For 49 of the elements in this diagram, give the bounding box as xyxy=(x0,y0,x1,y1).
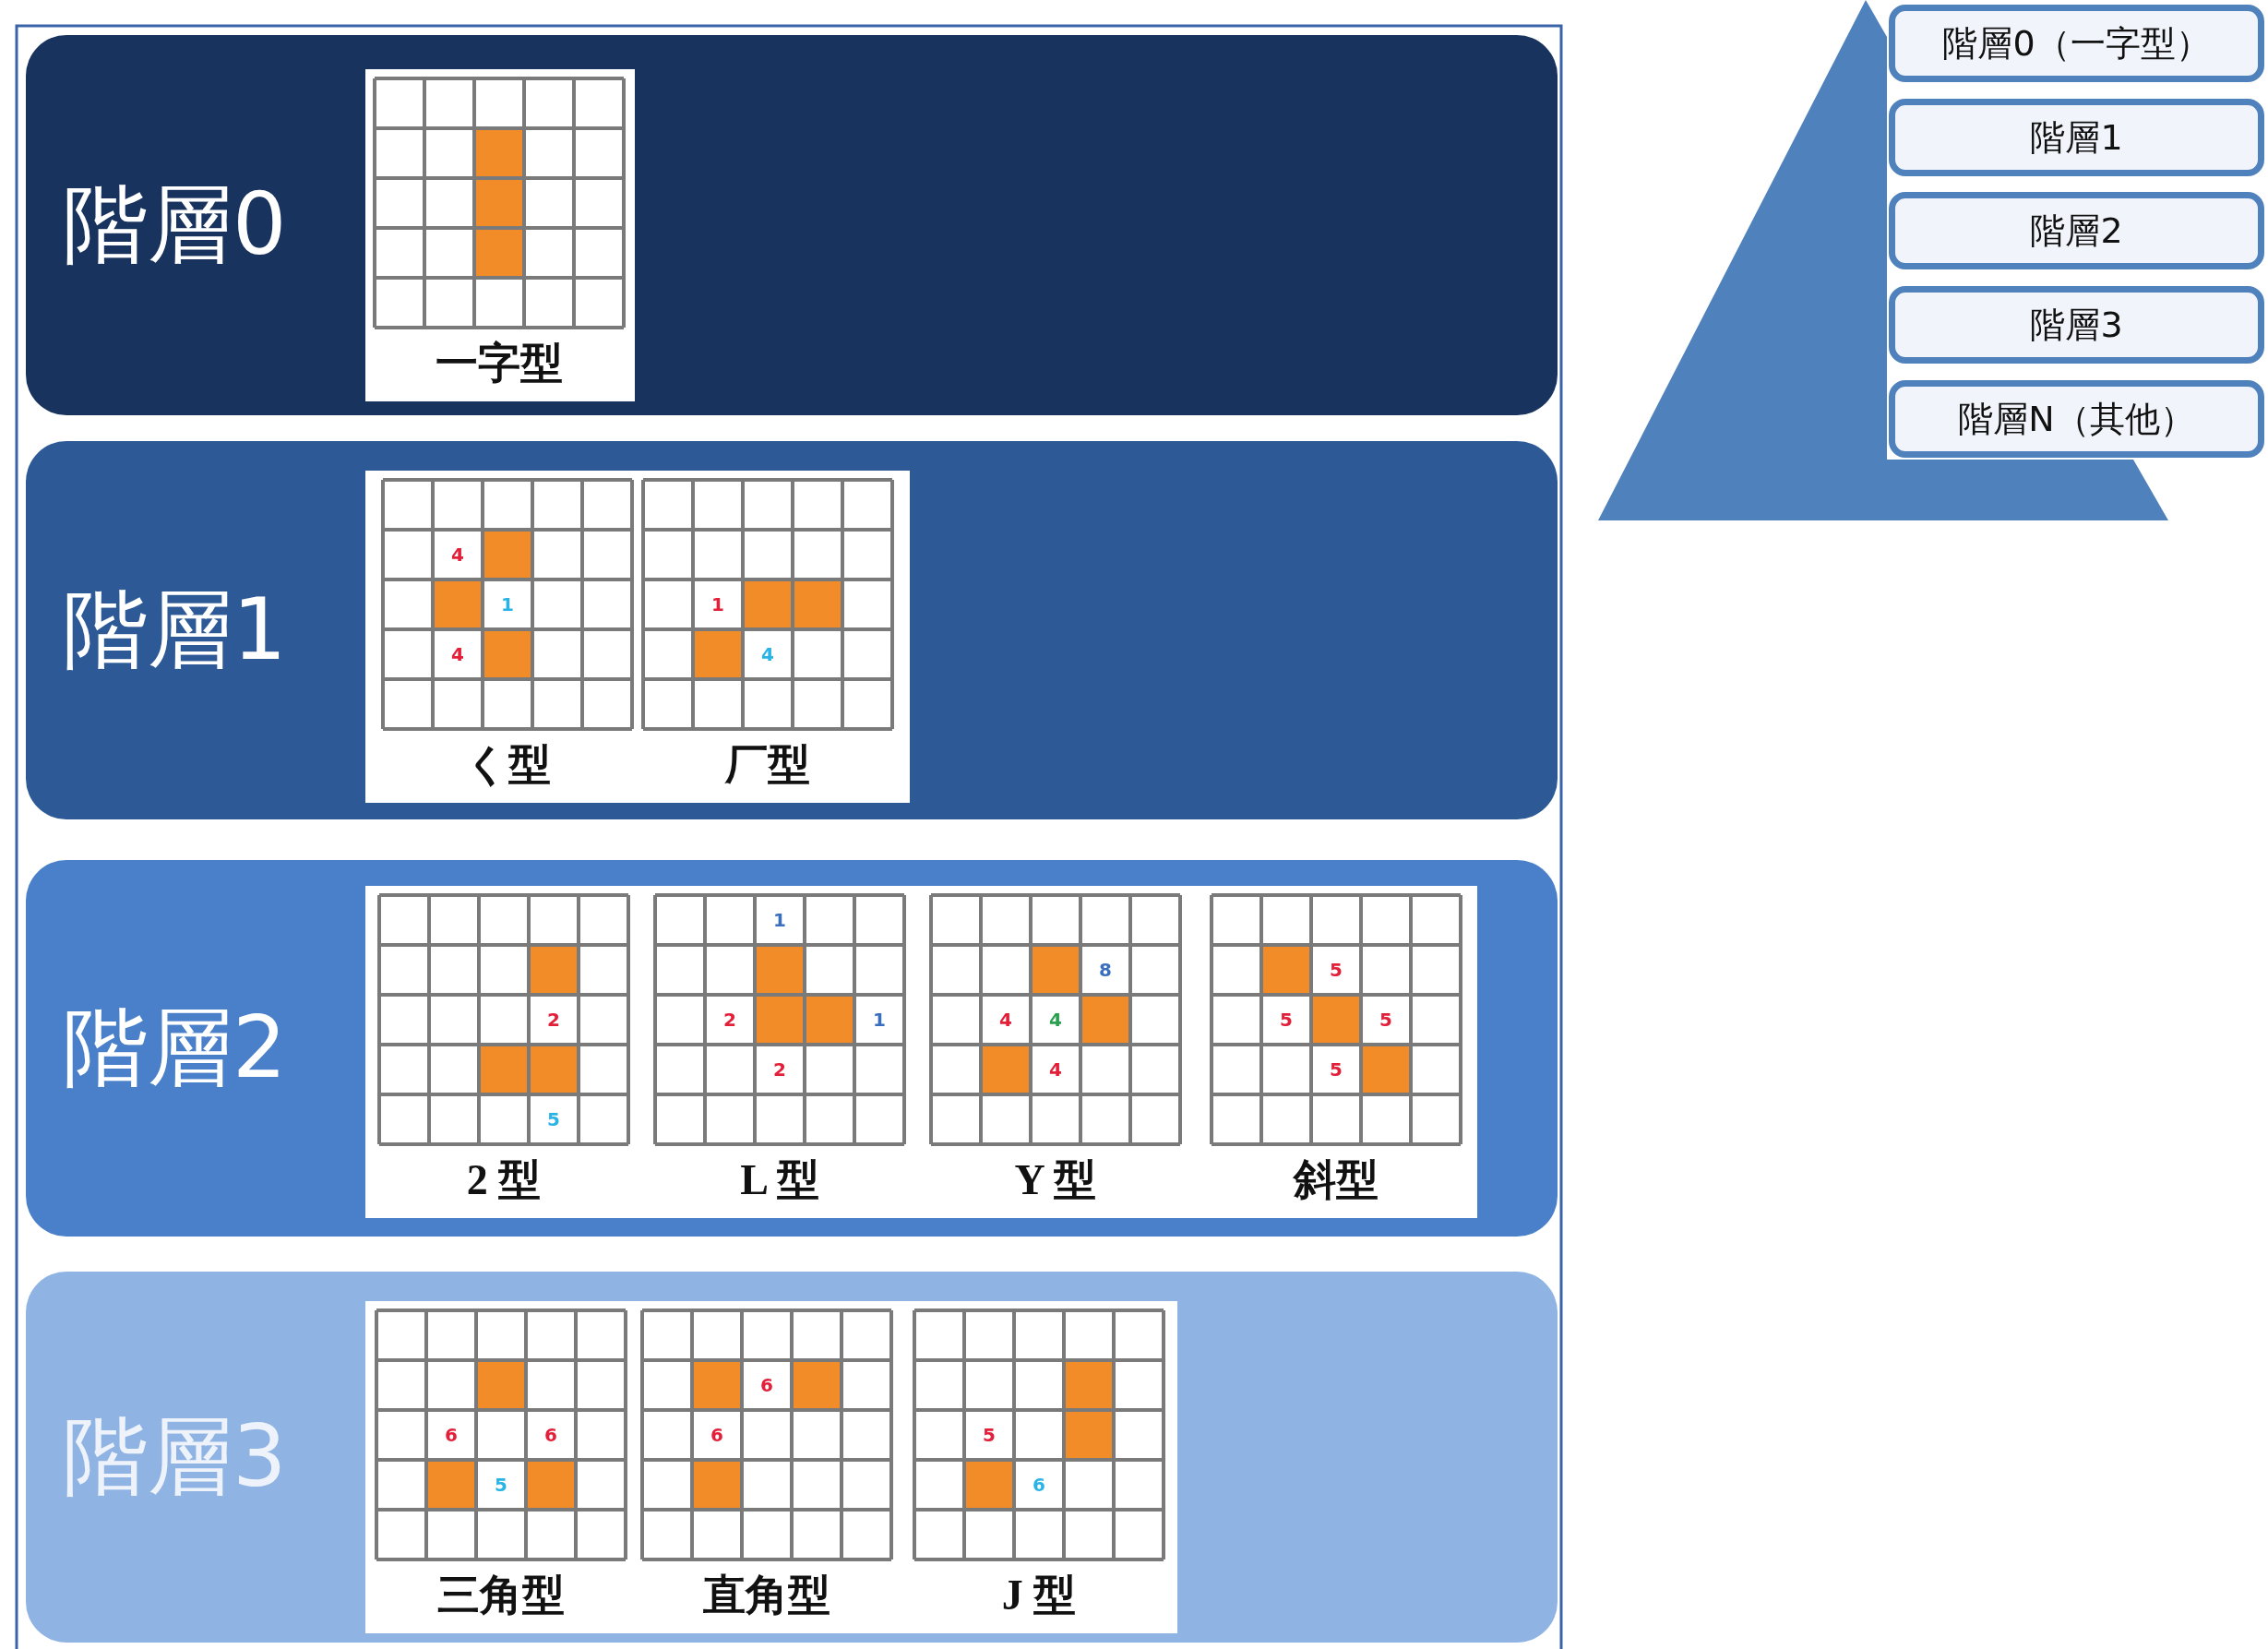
cell-number: 2 xyxy=(546,1008,561,1032)
pattern-caption: Y 型 xyxy=(1013,1155,1098,1205)
cell-number: 6 xyxy=(543,1423,558,1447)
cell-number: 2 xyxy=(772,1058,787,1081)
cell-number: 5 xyxy=(546,1107,561,1131)
cell-number: 4 xyxy=(760,642,775,666)
cell-number: 5 xyxy=(1279,1008,1294,1032)
level-band xyxy=(26,35,1558,415)
cell-number: 1 xyxy=(772,908,787,932)
cell-number: 6 xyxy=(444,1423,459,1447)
cell-number: 1 xyxy=(710,592,725,616)
cell-number: 5 xyxy=(982,1423,997,1447)
cell-number: 5 xyxy=(1379,1008,1393,1032)
level-title: 階層0 xyxy=(63,174,287,276)
level-title: 階層3 xyxy=(63,1406,287,1508)
cell-number: 4 xyxy=(1048,1008,1063,1032)
level-band xyxy=(26,441,1558,819)
cell-number: 6 xyxy=(1032,1473,1046,1497)
level-band xyxy=(26,860,1558,1237)
cell-number: 6 xyxy=(759,1373,774,1397)
level-title: 階層1 xyxy=(63,580,287,681)
level-band xyxy=(26,1272,1558,1643)
level-title: 階層2 xyxy=(63,998,287,1099)
cell-number: 8 xyxy=(1098,958,1113,982)
tier-box: 階層N（其他） xyxy=(1889,380,2264,458)
cell-number: 5 xyxy=(1329,1058,1343,1081)
tier-box: 階層3 xyxy=(1889,286,2264,364)
pattern-caption: J 型 xyxy=(1000,1571,1078,1620)
pattern-caption: 斜型 xyxy=(1292,1155,1379,1205)
pattern-caption: 2 型 xyxy=(465,1155,543,1205)
cell-number: 4 xyxy=(450,543,465,567)
cell-number: 1 xyxy=(500,592,515,616)
tier-box: 階層0（一字型） xyxy=(1889,5,2264,82)
cell-number: 5 xyxy=(494,1473,508,1497)
tier-box: 階層2 xyxy=(1889,192,2264,269)
cell-number: 4 xyxy=(998,1008,1013,1032)
pattern-caption: 一字型 xyxy=(435,339,564,388)
pattern-caption: 厂型 xyxy=(723,740,811,790)
pattern-caption: く型 xyxy=(463,740,552,790)
pattern-caption: L 型 xyxy=(739,1155,820,1205)
pattern-caption: 三角型 xyxy=(436,1571,566,1620)
cell-number: 4 xyxy=(450,642,465,666)
pattern-caption: 直角型 xyxy=(702,1571,831,1620)
tier-box: 階層1 xyxy=(1889,99,2264,176)
cell-number: 4 xyxy=(1048,1058,1063,1081)
cell-number: 6 xyxy=(710,1423,724,1447)
cell-number: 2 xyxy=(722,1008,737,1032)
cell-number: 5 xyxy=(1329,958,1343,982)
cell-number: 1 xyxy=(872,1008,887,1032)
